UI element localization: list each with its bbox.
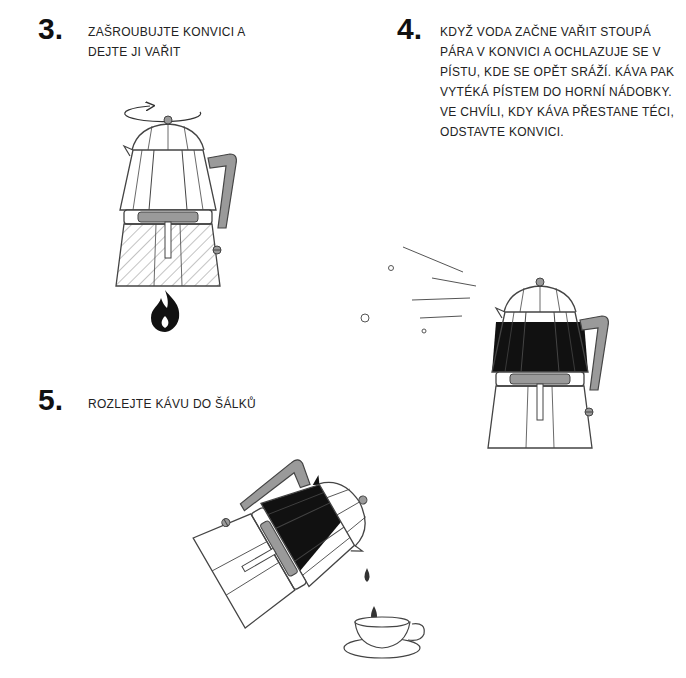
steam-lines [361, 247, 476, 333]
flame-icon [151, 290, 179, 332]
moka-pot-heating [116, 116, 236, 286]
moka-pot-brewing [488, 278, 608, 448]
step-number: 3. [38, 14, 63, 44]
coffee-drops [365, 568, 378, 622]
rotation-arrow [125, 106, 201, 122]
step-number: 5. [38, 385, 63, 415]
step-number: 4. [397, 14, 422, 44]
step-instruction: ROZLEJTE KÁVU DO ŠÁLKŮ [88, 394, 348, 414]
step-instruction: KDYŽ VODA ZAČNE VAŘIT STOUPÁ PÁRA V KONV… [440, 22, 680, 142]
coffee-cup [344, 617, 424, 658]
moka-pot-pouring [185, 439, 392, 628]
step-instruction: ZAŠROUBUJTE KONVICI A DEJTE JI VAŘIT [88, 22, 263, 62]
